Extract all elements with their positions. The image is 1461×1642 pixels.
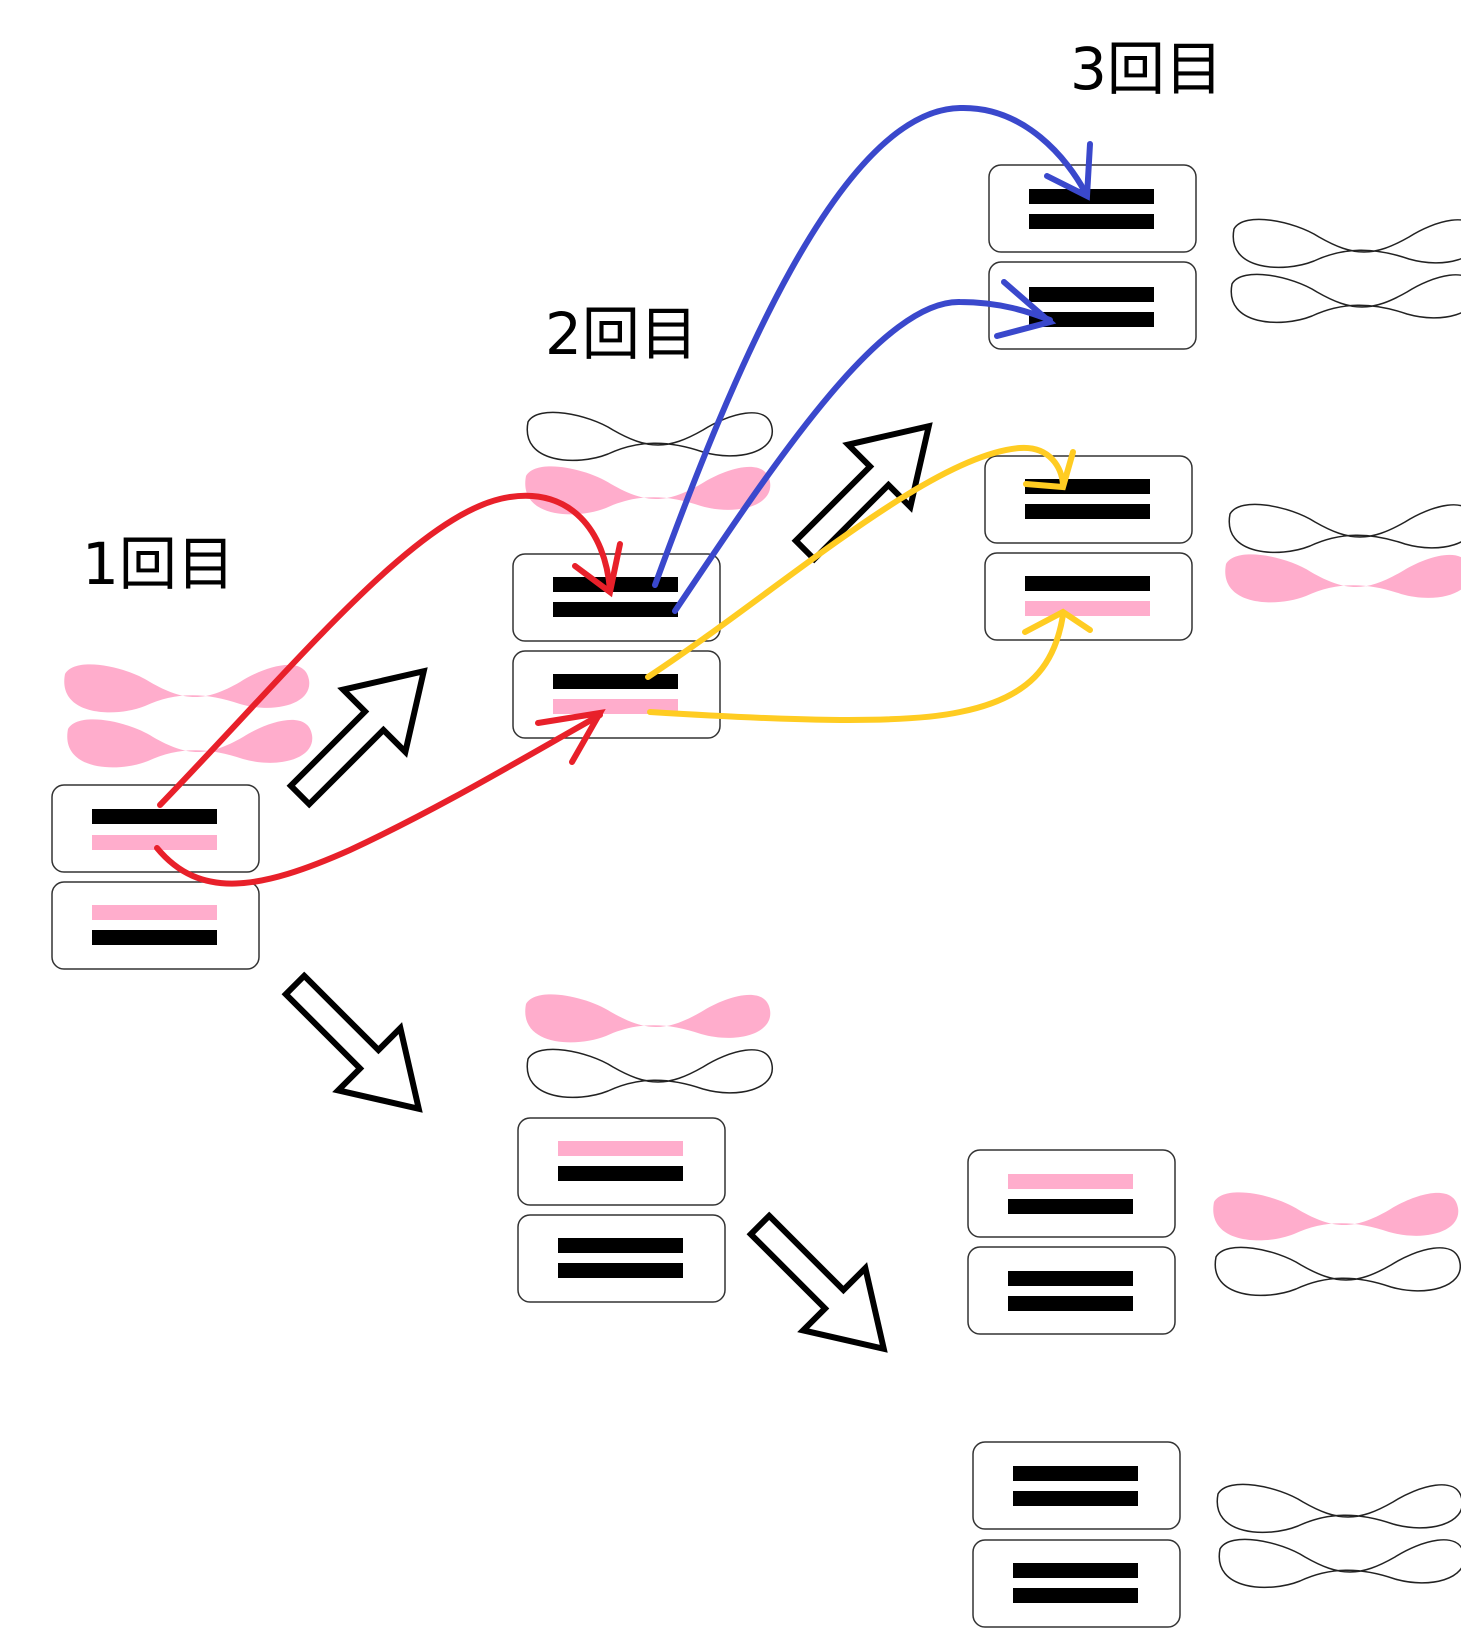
blue-arrow-upper — [652, 104, 1088, 588]
round3-bottom-group — [972, 1441, 1461, 1628]
red-arrow-upper — [157, 492, 613, 808]
gene-box-2a — [512, 553, 721, 642]
chromosome-icon — [1230, 273, 1461, 324]
yellow-arrowhead-upper — [1023, 449, 1076, 491]
gene-box-3e — [967, 1149, 1176, 1238]
chromosome-icon — [1216, 1483, 1461, 1534]
yellow-arrow-upper — [645, 444, 1066, 680]
gene-box-2c — [517, 1117, 726, 1206]
block-arrow-icon — [774, 395, 960, 581]
yellow-arrowhead-lower — [1022, 608, 1093, 635]
round3-label: 3回目 — [1070, 35, 1223, 103]
red-arrowhead-upper — [572, 541, 623, 598]
gene-box-3f — [967, 1246, 1176, 1335]
gene-box-3d — [984, 552, 1193, 641]
yellow-arrows — [645, 444, 1093, 723]
round3-second-group — [984, 455, 1461, 641]
round2-label: 2回目 — [545, 300, 698, 368]
red-arrow-lower — [154, 712, 603, 887]
red-arrowhead-lower — [535, 709, 606, 765]
chromosome-icon — [1218, 1538, 1461, 1589]
chromosome-icon — [1232, 218, 1461, 269]
gene-box-2d — [517, 1214, 726, 1303]
gene-box-3c — [984, 455, 1193, 544]
chromosome-icon — [525, 994, 771, 1043]
chromosome-icon — [526, 1048, 774, 1099]
chromosome-icon — [1228, 503, 1461, 554]
gene-box-3b — [988, 261, 1197, 350]
round3-top-group — [988, 164, 1461, 350]
round1-group — [51, 664, 313, 970]
round1-label: 1回目 — [82, 530, 235, 598]
chromosome-icon — [526, 411, 774, 462]
block-arrow-icon — [264, 954, 450, 1140]
round3-third-group — [967, 1149, 1461, 1335]
block-arrow-icon — [729, 1194, 915, 1380]
chromosome-icon — [1225, 554, 1461, 603]
chromosome-icon — [1213, 1192, 1459, 1241]
yellow-arrow-lower — [647, 612, 1066, 723]
blue-arrowhead-upper — [1044, 141, 1093, 201]
gene-box-3h — [972, 1539, 1181, 1628]
gene-box-1b — [51, 881, 260, 970]
red-arrows — [154, 492, 623, 887]
chromosome-icon — [1214, 1246, 1461, 1297]
gene-box-3g — [972, 1441, 1181, 1530]
blue-arrowhead-lower — [994, 279, 1057, 339]
blue-arrows — [652, 104, 1093, 614]
round2-upper-group — [512, 411, 774, 739]
gene-box-1a — [51, 784, 260, 873]
round2-lower-group — [517, 994, 774, 1303]
gene-box-3a — [988, 164, 1197, 253]
blue-arrow-lower — [672, 298, 1053, 614]
chromosome-icon — [67, 719, 313, 768]
